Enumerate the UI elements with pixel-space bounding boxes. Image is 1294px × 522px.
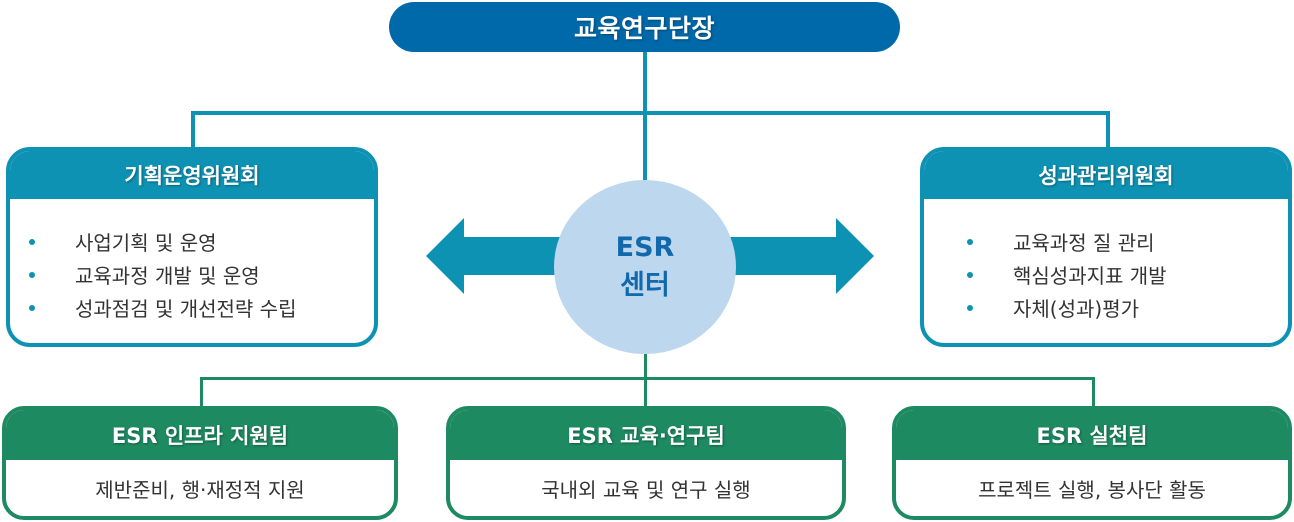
committee-task-list: 사업기획 및 운영 교육과정 개발 및 운영 성과점검 및 개선전략 수립 [10, 225, 374, 324]
connector-committee-right [1106, 111, 1110, 149]
arrow-left-icon [426, 218, 576, 294]
team-description: 프로젝트 실행, 봉사단 활동 [978, 477, 1206, 502]
connector-committee-left [191, 111, 195, 149]
team-title: ESR 교육·연구팀 [450, 410, 842, 460]
connector-committee-bar [191, 111, 1110, 115]
committee-task-list: 교육과정 질 관리 핵심성과지표 개발 자체(성과)평가 [924, 225, 1288, 324]
bullet-icon [29, 304, 35, 311]
list-item: 성과점검 및 개선전략 수립 [10, 291, 374, 324]
bullet-icon [967, 271, 973, 278]
center-label-line2: 센터 [620, 270, 670, 301]
team-description: 국내외 교육 및 연구 실행 [541, 477, 751, 502]
team-infra-support: ESR 인프라 지원팀 제반준비, 행·재정적 지원 [2, 406, 398, 520]
team-title: ESR 실천팀 [896, 410, 1288, 460]
bullet-icon [967, 238, 973, 245]
bullet-icon [29, 271, 35, 278]
list-item: 사업기획 및 운영 [10, 225, 374, 258]
bullet-icon [967, 304, 973, 311]
list-item: 교육과정 개발 및 운영 [10, 258, 374, 291]
bullet-icon [29, 238, 35, 245]
committee-planning: 기획운영위원회 사업기획 및 운영 교육과정 개발 및 운영 성과점검 및 개선… [6, 147, 378, 347]
team-practice: ESR 실천팀 프로젝트 실행, 봉사단 활동 [892, 406, 1292, 520]
team-education-research: ESR 교육·연구팀 국내외 교육 및 연구 실행 [446, 406, 846, 520]
center-label-line1: ESR [615, 232, 675, 263]
arrow-right-icon [716, 218, 874, 294]
connector-team-left [200, 377, 203, 408]
connector-team-bar [200, 377, 1095, 380]
connector-director-down [643, 52, 647, 182]
list-item-text: 교육과정 개발 및 운영 [75, 264, 260, 288]
committee-performance: 성과관리위원회 교육과정 질 관리 핵심성과지표 개발 자체(성과)평가 [920, 147, 1292, 347]
committee-title: 성과관리위원회 [924, 151, 1288, 199]
director-node: 교육연구단장 [389, 2, 900, 52]
list-item: 핵심성과지표 개발 [924, 258, 1288, 291]
director-title: 교육연구단장 [573, 14, 715, 43]
list-item-text: 자체(성과)평가 [1013, 297, 1140, 321]
team-description: 제반준비, 행·재정적 지원 [95, 477, 305, 502]
list-item-text: 사업기획 및 운영 [75, 231, 217, 255]
list-item-text: 교육과정 질 관리 [1013, 231, 1155, 255]
connector-team-right [1092, 377, 1095, 408]
list-item: 자체(성과)평가 [924, 291, 1288, 324]
list-item-text: 성과점검 및 개선전략 수립 [75, 297, 297, 321]
list-item: 교육과정 질 관리 [924, 225, 1288, 258]
connector-center-down [644, 352, 647, 408]
team-title: ESR 인프라 지원팀 [6, 410, 394, 460]
list-item-text: 핵심성과지표 개발 [1013, 264, 1167, 288]
esr-center-node: ESR 센터 [554, 180, 736, 354]
committee-title: 기획운영위원회 [10, 151, 374, 199]
